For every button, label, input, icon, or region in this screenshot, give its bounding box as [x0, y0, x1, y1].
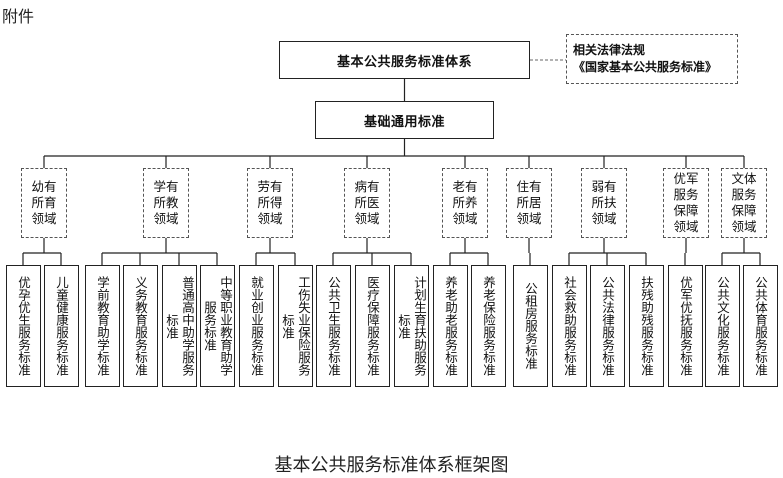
domain-label-line: 病有 — [354, 179, 380, 194]
standard-leaf-box: 中等职业教育助学服务标准 — [199, 265, 235, 387]
common-standard-box: 基础通用标准 — [315, 101, 494, 139]
standard-leaf-box: 计划生育扶助服务标准 — [393, 265, 429, 387]
domain-label-line: 住有 — [516, 179, 542, 194]
standard-leaf-box: 义务教育服务标准 — [122, 265, 158, 387]
domain-label-line: 所教 — [153, 195, 179, 210]
domain-box: 病有所医领域 — [344, 168, 390, 238]
law-box: 相关法律法规 《国家基本公共服务标准》 — [566, 34, 738, 84]
standard-leaf-box: 普通高中助学服务标准 — [161, 265, 197, 387]
domain-label-line: 领域 — [31, 211, 57, 226]
domain-label-line: 领域 — [452, 211, 478, 226]
standard-leaf-box: 公共卫生服务标准 — [315, 265, 351, 387]
domain-label-line: 所得 — [257, 195, 283, 210]
domain-box: 幼有所育领域 — [21, 168, 67, 238]
domain-label-line: 领域 — [591, 211, 617, 226]
domain-label-line: 学有 — [153, 179, 179, 194]
standard-leaf-box: 优孕优生服务标准 — [5, 265, 41, 387]
standard-leaf-box: 公租房服务标准 — [512, 265, 548, 387]
domain-label-line: 幼有 — [31, 179, 57, 194]
root-box: 基本公共服务标准体系 — [279, 41, 530, 79]
standard-leaf-box: 公共文化服务标准 — [704, 265, 740, 387]
domain-box: 文体服务保障领域 — [721, 168, 767, 238]
standard-leaf-box: 儿童健康服务标准 — [43, 265, 79, 387]
common-standard-label: 基础通用标准 — [363, 114, 445, 130]
domain-label-line: 领域 — [516, 211, 542, 226]
attachment-label: 附件 — [2, 7, 35, 26]
domain-label-line: 领域 — [354, 211, 380, 226]
domain-label-line: 所育 — [31, 195, 57, 210]
standard-leaf-box: 就业创业服务标准 — [238, 265, 274, 387]
domain-label-line: 保障 — [731, 203, 757, 218]
domain-box: 学有所教领域 — [143, 168, 189, 238]
domain-box: 住有所居领域 — [506, 168, 552, 238]
domain-label-line: 老有 — [452, 179, 478, 194]
standard-leaf-box: 公共体育服务标准 — [742, 265, 778, 387]
standard-leaf-box: 医疗保障服务标准 — [354, 265, 390, 387]
standard-leaf-box: 养老助老服务标准 — [432, 265, 468, 387]
standard-leaf-box: 公共法律服务标准 — [589, 265, 625, 387]
standard-leaf-box: 学前教育助学标准 — [84, 265, 120, 387]
standard-leaf-box: 扶残助残服务标准 — [628, 265, 664, 387]
standard-leaf-box: 社会救助服务标准 — [551, 265, 587, 387]
domain-box: 老有所养领域 — [442, 168, 488, 238]
domain-label-line: 服务 — [731, 187, 757, 202]
domain-label-line: 弱有 — [591, 179, 617, 194]
domain-label-line: 文体 — [731, 171, 757, 186]
domain-label-line: 保障 — [673, 203, 699, 218]
domain-box: 优军服务保障领域 — [663, 168, 709, 238]
domain-label-line: 领域 — [153, 211, 179, 226]
law-line-1: 相关法律法规 — [573, 43, 646, 57]
domain-label-line: 所医 — [354, 195, 380, 210]
domain-label-line: 所居 — [516, 195, 542, 210]
standard-leaf-box: 优军优抚服务标准 — [667, 265, 703, 387]
domain-label-line: 所养 — [452, 195, 478, 210]
figure-caption: 基本公共服务标准体系框架图 — [274, 455, 509, 476]
domain-label-line: 所扶 — [591, 195, 617, 210]
standard-leaf-box: 工伤失业保险服务标准 — [277, 265, 313, 387]
law-line-2: 《国家基本公共服务标准》 — [573, 60, 718, 74]
domain-label-line: 劳有 — [257, 179, 283, 194]
domain-label-line: 领域 — [673, 219, 699, 234]
domain-label-line: 领域 — [257, 211, 283, 226]
domain-label-line: 优军 — [673, 171, 699, 186]
domain-box: 弱有所扶领域 — [581, 168, 627, 238]
root-label: 基本公共服务标准体系 — [336, 54, 472, 70]
domain-box: 劳有所得领域 — [247, 168, 293, 238]
standard-leaf-box: 养老保险服务标准 — [470, 265, 506, 387]
domain-label-line: 服务 — [673, 187, 699, 202]
domain-label-line: 领域 — [731, 219, 757, 234]
